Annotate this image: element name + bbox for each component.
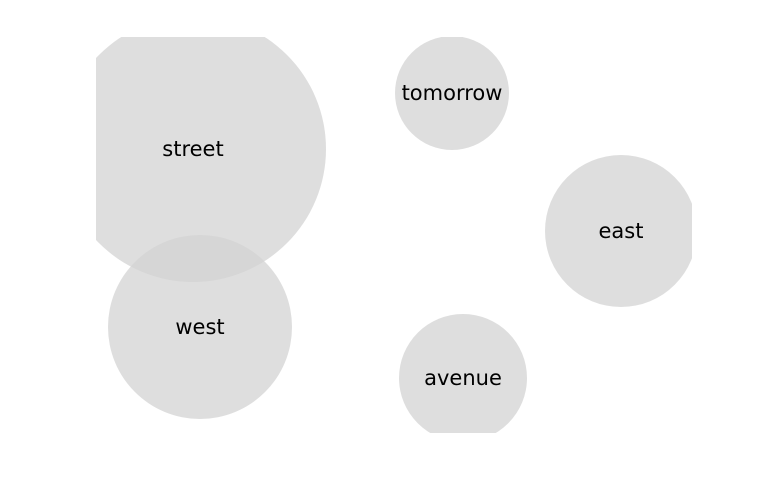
bubble-avenue — [399, 314, 527, 433]
bubble-label-tomorrow: tomorrow — [402, 81, 503, 105]
labels-layer: street west tomorrow east avenue — [162, 81, 643, 390]
bubble-label-east: east — [599, 219, 644, 243]
bubble-label-avenue: avenue — [424, 366, 502, 390]
bubble-west — [108, 235, 292, 419]
bubble-label-west: west — [175, 315, 224, 339]
bubble-label-street: street — [162, 137, 223, 161]
bubbles-layer — [96, 37, 692, 433]
bubble-street — [96, 37, 326, 282]
bubble-tomorrow — [395, 37, 509, 150]
bubble-east — [545, 155, 692, 307]
